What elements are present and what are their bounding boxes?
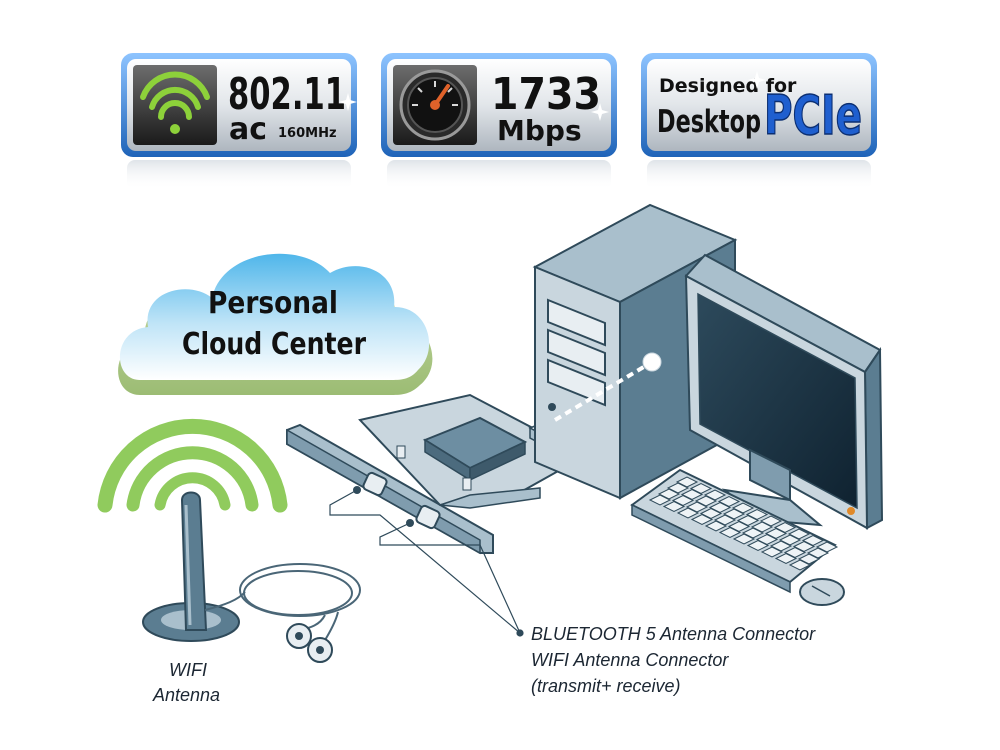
keyboard-key <box>801 534 825 547</box>
badge-reflection <box>647 160 871 190</box>
keyboard-key <box>717 495 741 508</box>
antenna-plug-icon <box>286 623 312 649</box>
keyboard-key <box>787 528 811 540</box>
keyboard-key <box>689 482 713 495</box>
pcie-desktop: Desktop <box>657 104 761 140</box>
mouse-illustration <box>799 578 845 606</box>
connector-label-line1: BLUETOOTH 5 Antenna Connector <box>531 624 816 644</box>
keyboard-key <box>731 502 755 514</box>
speed-unit: Mbps <box>497 114 582 147</box>
sparkle-icon <box>591 103 609 121</box>
card-to-pc-connection <box>553 352 662 422</box>
card-connector-icon <box>353 471 388 497</box>
cloud-title-line1: Personal <box>208 286 338 321</box>
wifi-standard-number: 802.11 <box>228 69 346 120</box>
speedometer-icon <box>399 69 471 141</box>
speed-value: 1733 <box>491 69 601 120</box>
keyboard-keys <box>648 476 839 571</box>
antenna-label-line1: WIFI <box>169 660 207 680</box>
keyboard-key <box>675 476 699 488</box>
badge-reflection <box>387 160 611 190</box>
card-connector-icon <box>406 504 441 530</box>
personal-cloud-icon: Personal Cloud Center <box>118 253 433 395</box>
monitor-illustration <box>684 253 884 530</box>
keyboard-illustration <box>630 468 839 594</box>
connector-callout-lines <box>329 489 524 637</box>
antenna-label-line2: Antenna <box>152 685 220 705</box>
keyboard-key <box>815 541 839 553</box>
wifi-channel-width: 160MHz <box>278 126 337 141</box>
antenna-cable <box>204 563 361 646</box>
speed-badge: 1733 Mbps <box>381 53 617 157</box>
wifi-icon <box>140 71 210 134</box>
wifi-signal-arcs-icon <box>97 418 288 513</box>
keyboard-key <box>759 515 783 527</box>
pcie-logo: PCIe <box>764 84 862 147</box>
connector-label-line3: (transmit+ receive) <box>531 676 681 696</box>
cloud-title-line2: Cloud Center <box>182 327 366 362</box>
keyboard-key <box>703 489 727 501</box>
sparkle-icon <box>339 93 357 111</box>
pcie-card-illustration <box>286 393 593 555</box>
keyboard-key <box>745 508 769 521</box>
wifi-standard-badge: 802.11 ac 160MHz <box>121 53 357 157</box>
badge-reflection <box>127 160 351 190</box>
wifi-standard-suffix: ac <box>229 112 267 147</box>
antenna-plug-icon <box>307 637 333 663</box>
wifi-antenna-illustration <box>97 418 361 663</box>
pcie-badge: Designed for Desktop PCIe <box>641 53 877 157</box>
sparkle-icon <box>748 71 766 89</box>
keyboard-key <box>773 521 797 534</box>
connector-label-line2: WIFI Antenna Connector <box>531 650 729 670</box>
